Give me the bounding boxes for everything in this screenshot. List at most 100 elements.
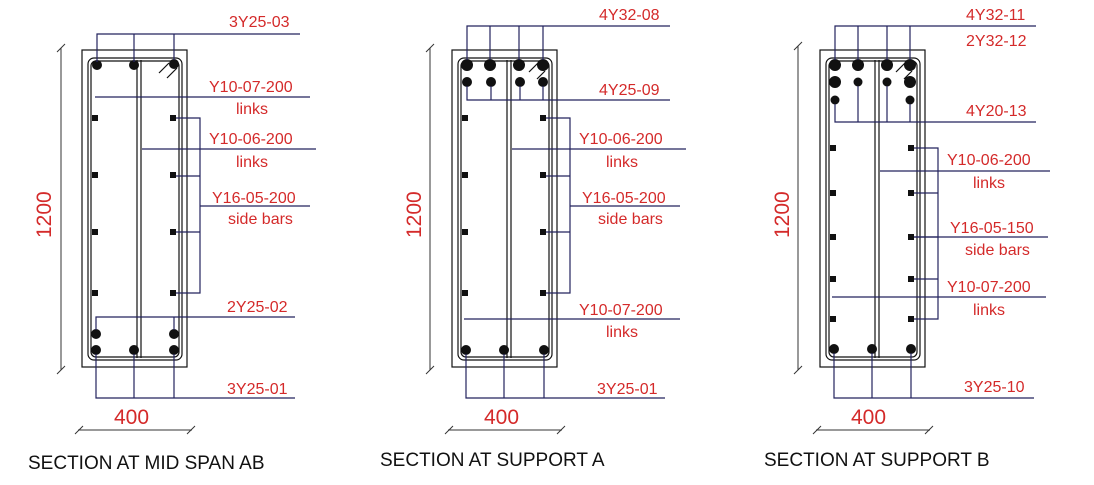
rebar-top-y25: [462, 77, 472, 87]
bar-label: Y10-07-200: [947, 279, 1031, 296]
rebar-y20: [830, 95, 840, 105]
rebar-top-y32: [904, 59, 916, 71]
bar-sublabel: links: [973, 302, 1005, 319]
rebar-top-y32: [513, 59, 525, 71]
rebar-top-y25: [486, 77, 496, 87]
leader-3y25-03: [96, 33, 300, 62]
dim-tick: [556, 425, 566, 435]
section-support-b: 1200: [764, 7, 1050, 471]
outer-link-inner: [90, 60, 180, 358]
bar-label: Y10-06-200: [579, 131, 663, 148]
outer-link-inner: [828, 60, 918, 358]
rebar-y32-12: [904, 76, 916, 88]
dim-tick: [444, 425, 454, 435]
rebar-bottom: [829, 344, 839, 354]
side-bars: [830, 145, 914, 322]
section-support-a: 1200: [380, 7, 686, 471]
leader-3y25-10: [833, 353, 1034, 399]
rebar-bottom: [461, 345, 471, 355]
bar-label: 3Y25-03: [229, 14, 290, 31]
rebar-top-y32: [829, 59, 841, 71]
rebar-bottom-layer2: [169, 329, 179, 339]
dim-tick: [425, 365, 435, 375]
outer-link-inner: [460, 60, 550, 358]
bar-label: Y16-05-200: [582, 190, 666, 207]
link-hook: [528, 62, 539, 73]
rebar-bottom: [169, 345, 179, 355]
leader-4y25-09: [466, 86, 670, 101]
bar-sublabel: links: [973, 175, 1005, 192]
bar-label: Y10-07-200: [209, 79, 293, 96]
leader-4y20-13: [834, 104, 1036, 123]
rebar-bottom: [499, 345, 509, 355]
bar-sublabel: side bars: [598, 211, 663, 228]
rebar-top: [129, 60, 139, 70]
bar-label: 4Y25-09: [599, 82, 660, 99]
bar-label: Y16-05-200: [212, 190, 296, 207]
bar-label: 3Y25-01: [597, 381, 658, 398]
rebar-y20: [905, 95, 915, 105]
leader-side-bars: [914, 147, 939, 320]
link-hook: [166, 67, 178, 79]
outer-link: [825, 57, 921, 361]
dim-tick: [924, 425, 934, 435]
bar-sublabel: links: [606, 154, 638, 171]
rebar-top-y32: [461, 59, 473, 71]
width-dimension-label: 400: [851, 406, 886, 429]
bar-label: 2Y32-12: [966, 33, 1027, 50]
rebar-top-y32: [537, 59, 549, 71]
bar-label: 2Y25-02: [227, 299, 288, 316]
bar-label: 4Y32-11: [966, 7, 1025, 24]
leader-3y25-01: [465, 354, 665, 399]
bar-label: Y10-06-200: [947, 152, 1031, 169]
dim-tick: [56, 43, 66, 53]
rebar-top: [169, 59, 179, 69]
rebar-top-y25: [538, 77, 548, 87]
leader-3y25-01: [95, 354, 295, 399]
dim-tick: [425, 43, 435, 53]
link-hook: [903, 70, 913, 80]
bar-sublabel: links: [236, 101, 268, 118]
section-title: SECTION AT MID SPAN AB: [28, 453, 265, 474]
rebar-y32-12: [829, 76, 841, 88]
rebar-bottom-layer2: [91, 329, 101, 339]
dim-tick: [793, 365, 803, 375]
rebar-y20: [882, 77, 892, 87]
leader-4y32-11: [834, 25, 1036, 60]
section-mid-span-ab: 1200: [28, 14, 316, 474]
rebar-bottom: [906, 344, 916, 354]
rebar-top-y32: [852, 59, 864, 71]
rebar-top-y25: [515, 77, 525, 87]
rebar-top-y32: [484, 59, 496, 71]
bar-label: Y10-06-200: [209, 131, 293, 148]
rebar-bottom: [91, 345, 101, 355]
link-hook: [158, 62, 170, 74]
dim-tick: [812, 425, 822, 435]
link-hook: [536, 70, 546, 80]
bar-label: Y10-07-200: [579, 302, 663, 319]
height-dimension-label: 1200: [771, 191, 794, 238]
rebar-bottom: [129, 345, 139, 355]
bar-label: 3Y25-10: [964, 379, 1025, 396]
rebar-bottom: [867, 344, 877, 354]
bar-label: 3Y25-01: [227, 381, 288, 398]
outer-link: [87, 57, 183, 361]
side-bars: [462, 115, 546, 296]
rebar-y20: [853, 77, 863, 87]
link-hook: [895, 62, 906, 73]
bar-sublabel: side bars: [965, 242, 1030, 259]
bar-label: 4Y20-13: [966, 103, 1027, 120]
dim-tick: [74, 425, 84, 435]
width-dimension-label: 400: [114, 406, 149, 429]
bar-sublabel: links: [606, 324, 638, 341]
section-title: SECTION AT SUPPORT A: [380, 450, 605, 471]
rebar-top-y32: [881, 59, 893, 71]
rebar-bottom: [539, 345, 549, 355]
dim-tick: [56, 365, 66, 375]
bar-sublabel: links: [236, 154, 268, 171]
bar-sublabel: side bars: [228, 211, 293, 228]
height-dimension-label: 1200: [403, 191, 426, 238]
bar-label: Y16-05-150: [950, 220, 1034, 237]
dim-tick: [793, 41, 803, 51]
